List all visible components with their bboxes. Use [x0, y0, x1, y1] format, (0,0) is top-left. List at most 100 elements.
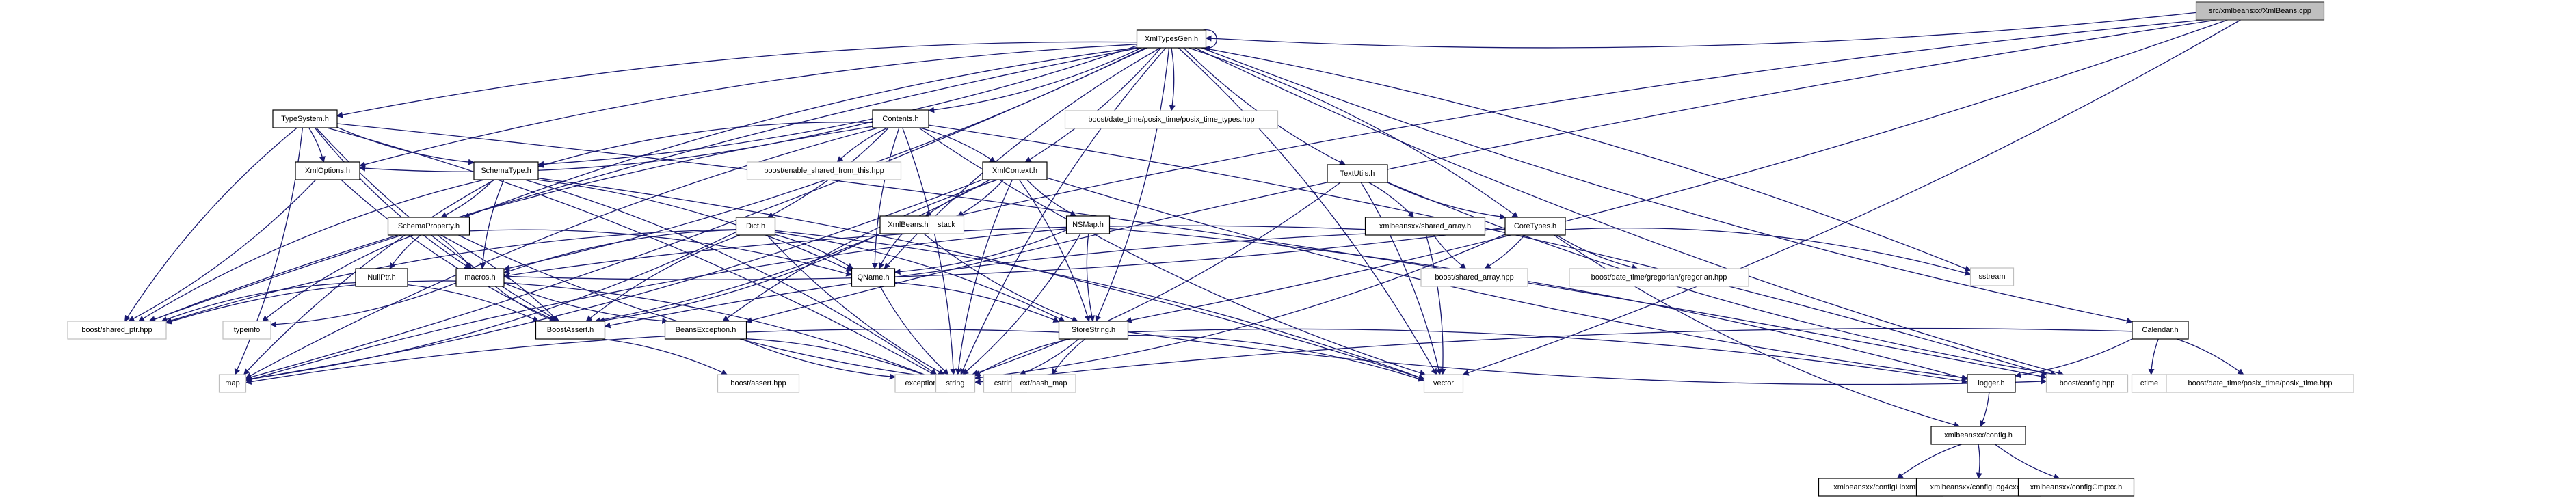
- node-box: [1930, 426, 2026, 445]
- edge-xmltypesgen-to-posix-time-types: [1169, 47, 1176, 111]
- node-sstream: sstream: [1969, 267, 2015, 286]
- node-label: BoostAssert.h: [547, 326, 594, 334]
- edge-macros-to-boostassert: [494, 286, 556, 323]
- node-label: xmlbeansxx/shared_array.h: [1379, 222, 1471, 230]
- node-schemaproperty[interactable]: SchemaProperty.h: [387, 217, 470, 236]
- node-beansexception[interactable]: BeansException.h: [664, 321, 747, 340]
- edge-typesystem-to-schematype: [336, 126, 475, 165]
- node-box: [535, 321, 606, 340]
- node-box: [746, 161, 902, 180]
- node-label: vector: [1433, 379, 1454, 388]
- node-ctime: ctime: [2131, 374, 2168, 393]
- node-shared-array-h[interactable]: xmlbeansxx/shared_array.h: [1364, 217, 1486, 236]
- node-label: map: [225, 379, 239, 388]
- node-dict[interactable]: Dict.h: [735, 217, 776, 236]
- edge-logger-to-xb-config: [1980, 392, 1990, 427]
- edge-xmlbeans-to-storestring: [923, 233, 1078, 323]
- edge-xmltypesgen-to-typesystem: [336, 41, 1137, 118]
- node-box: [1064, 110, 1279, 129]
- node-macros[interactable]: macros.h: [455, 268, 505, 287]
- edge-textutils-to-vector: [1360, 182, 1442, 375]
- node-logger[interactable]: logger.h: [1967, 374, 2016, 393]
- node-box: [2195, 1, 2325, 21]
- node-box: [2131, 374, 2168, 393]
- node-label: cstring: [994, 379, 1016, 388]
- node-label: NSMap.h: [1072, 221, 1104, 229]
- edge-schematype-to-vector: [537, 178, 1425, 381]
- node-xmlbeans[interactable]: XmlBeans.h: [879, 215, 937, 234]
- node-xmlcontext[interactable]: XmlContext.h: [982, 161, 1048, 180]
- node-string: string: [935, 374, 976, 393]
- node-xmloptions[interactable]: XmlOptions.h: [295, 161, 360, 180]
- node-box: [1065, 215, 1111, 234]
- edge-dict-to-boostassert: [585, 234, 741, 322]
- edge-contents-to-schematype: [537, 122, 873, 168]
- edge-coretypes-to-macros: [503, 227, 1506, 280]
- edges-layer: [124, 12, 2244, 480]
- edge-dict-to-vector: [775, 230, 1425, 380]
- edge-typesystem-to-boost-config: [336, 123, 2047, 380]
- edge-schematype-to-map: [243, 179, 495, 375]
- edge-dict-to-qname: [775, 234, 853, 269]
- node-box: [1420, 268, 1528, 287]
- node-root[interactable]: src/xmlbeansxx/XmlBeans.cpp: [2195, 1, 2325, 21]
- node-posix-time: boost/date_time/posix_time/posix_time.hp…: [2166, 374, 2354, 393]
- edge-xmlcontext-to-xmlbeans: [925, 179, 998, 217]
- node-label: XmlTypesGen.h: [1145, 35, 1198, 43]
- node-schematype[interactable]: SchemaType.h: [473, 161, 539, 180]
- node-label: boost/date_time/gregorian/gregorian.hpp: [1591, 273, 1727, 282]
- node-label: ext/hash_map: [1020, 379, 1067, 388]
- node-cfg-log4cxx[interactable]: xmlbeansxx/configLog4cxx.h: [1915, 478, 2041, 497]
- node-hash-map: ext/hash_map: [1011, 374, 1076, 393]
- edge-xb-config-to-cfg-gmpxx: [1995, 444, 2060, 480]
- edge-nsmap-to-string: [962, 233, 1081, 375]
- node-box: [1011, 374, 1076, 393]
- node-label: NullPtr.h: [367, 273, 396, 282]
- edge-shared-array-h-to-shared-array-hpp: [1433, 234, 1467, 269]
- edge-storestring-to-hash-map: [1051, 338, 1086, 375]
- node-nullptr[interactable]: NullPtr.h: [355, 268, 408, 287]
- edge-storestring-to-cstring: [1019, 338, 1079, 376]
- edge-typesystem-to-shared-ptr: [124, 127, 297, 322]
- node-xmltypesgen[interactable]: XmlTypesGen.h: [1136, 29, 1207, 49]
- node-label: xmlbeansxx/config.h: [1944, 431, 2013, 439]
- node-label: logger.h: [1978, 379, 2004, 388]
- edge-calendar-to-ctime: [2148, 338, 2159, 375]
- node-box: [872, 109, 929, 128]
- node-label: boost/enable_shared_from_this.hpp: [764, 167, 884, 175]
- edge-root-to-storestring: [1125, 19, 2228, 323]
- node-label: exception: [905, 379, 937, 388]
- edge-contents-to-enable-shared: [836, 127, 888, 163]
- node-box: [2017, 478, 2135, 497]
- node-qname[interactable]: QName.h: [851, 268, 896, 287]
- node-stack: stack: [928, 215, 965, 234]
- node-typesystem[interactable]: TypeSystem.h: [272, 109, 338, 128]
- node-coretypes[interactable]: CoreTypes.h: [1504, 217, 1566, 236]
- edge-schemaproperty-to-qname: [469, 229, 853, 277]
- node-label: stack: [938, 221, 955, 229]
- node-nsmap[interactable]: NSMap.h: [1065, 215, 1111, 234]
- node-label: boost/config.hpp: [2060, 379, 2115, 388]
- node-boostassert[interactable]: BoostAssert.h: [535, 321, 606, 340]
- edge-xmltypesgen-to-coretypes: [1188, 47, 1519, 218]
- edge-contents-to-string: [902, 127, 957, 375]
- edge-calendar-to-logger: [2015, 338, 2133, 379]
- node-box: [2045, 374, 2129, 393]
- edge-coretypes-to-sstream: [1565, 228, 1971, 276]
- edge-schematype-to-macros: [479, 179, 505, 269]
- edge-schemaproperty-to-macros: [437, 234, 472, 269]
- node-calendar[interactable]: Calendar.h: [2132, 321, 2189, 340]
- edge-schematype-to-string: [525, 179, 938, 375]
- edge-xmlbeans-to-qname: [878, 233, 903, 269]
- edge-textutils-to-shared-array-h: [1368, 182, 1414, 218]
- edge-nullptr-to-boostassert: [407, 284, 540, 322]
- node-storestring[interactable]: StoreString.h: [1058, 321, 1129, 340]
- node-textutils[interactable]: TextUtils.h: [1327, 164, 1388, 183]
- edge-xmltypesgen-to-map: [245, 47, 1147, 381]
- edge-boostassert-to-boost-assert: [601, 338, 728, 375]
- node-label: Calendar.h: [2142, 326, 2178, 334]
- node-contents[interactable]: Contents.h: [872, 109, 929, 128]
- edge-typesystem-to-macros: [314, 127, 471, 269]
- node-xb-config[interactable]: xmlbeansxx/config.h: [1930, 426, 2026, 445]
- node-cfg-gmpxx[interactable]: xmlbeansxx/configGmpxx.h: [2017, 478, 2135, 497]
